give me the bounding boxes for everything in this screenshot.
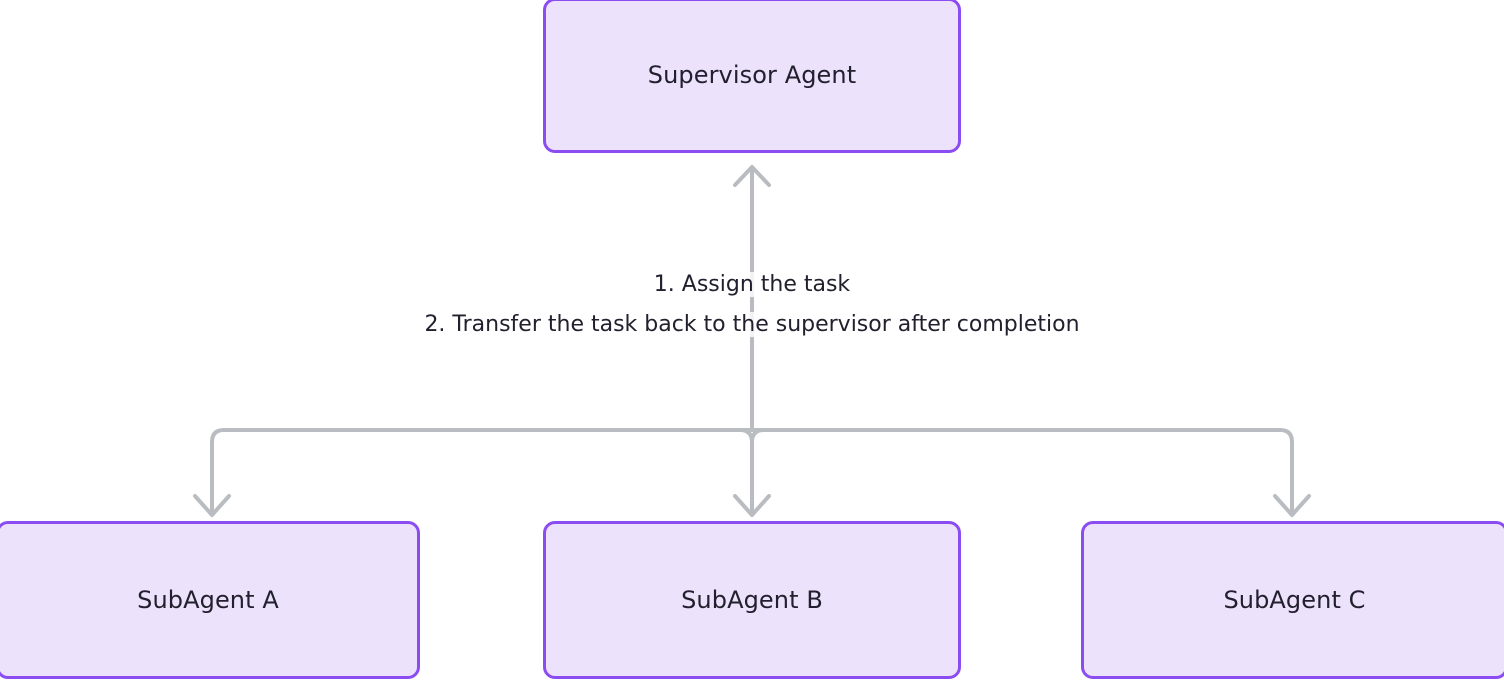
node-subagent-b-label: SubAgent B xyxy=(681,585,823,614)
edge-label-line-1: 1. Assign the task xyxy=(0,265,1504,305)
connector-bus xyxy=(210,428,1294,452)
edge-label-line-1-text: 1. Assign the task xyxy=(651,272,853,297)
edge-label-line-2-text: 2. Transfer the task back to the supervi… xyxy=(422,312,1082,337)
connector-junction-fillet-right xyxy=(750,428,765,443)
node-subagent-c[interactable]: SubAgent C xyxy=(1081,521,1504,679)
arrowhead-up-to-supervisor xyxy=(733,165,771,187)
node-subagent-b[interactable]: SubAgent B xyxy=(543,521,961,679)
edge-label-line-2: 2. Transfer the task back to the supervi… xyxy=(0,305,1504,345)
node-supervisor-agent[interactable]: Supervisor Agent xyxy=(543,0,961,153)
edge-label: 1. Assign the task 2. Transfer the task … xyxy=(0,265,1504,345)
arrowhead-down-to-subagent-b xyxy=(733,494,771,517)
node-subagent-a-label: SubAgent A xyxy=(137,585,279,614)
node-subagent-c-label: SubAgent C xyxy=(1223,585,1366,614)
arrowhead-down-to-subagent-a xyxy=(193,494,231,517)
node-subagent-a[interactable]: SubAgent A xyxy=(0,521,420,679)
arrowhead-down-to-subagent-c xyxy=(1273,494,1311,517)
connector-junction-fillet-left xyxy=(739,428,754,443)
node-supervisor-agent-label: Supervisor Agent xyxy=(647,61,857,90)
